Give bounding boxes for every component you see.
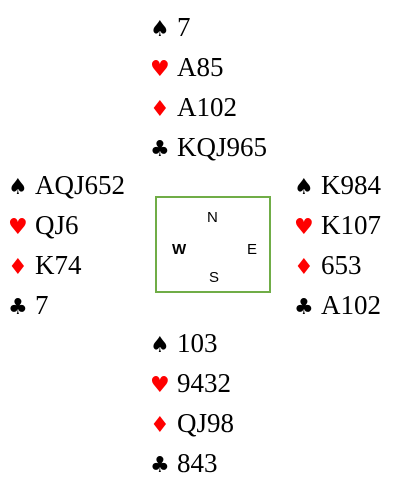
south-hearts-row: ♥ 9432 bbox=[150, 363, 234, 403]
compass-west-label: W bbox=[172, 241, 187, 258]
east-diamonds-row: ♦ 653 bbox=[294, 245, 381, 285]
east-clubs-row: ♣ A102 bbox=[294, 285, 381, 325]
south-spades-row: ♠ 103 bbox=[150, 323, 234, 363]
north-spades-cards: 7 bbox=[177, 12, 191, 42]
north-diamonds-cards: A102 bbox=[177, 92, 237, 122]
west-spades-cards: AQJ652 bbox=[35, 170, 126, 200]
north-clubs-row: ♣ KQJ965 bbox=[150, 127, 267, 167]
heart-icon: ♥ bbox=[8, 215, 28, 240]
heart-icon: ♥ bbox=[150, 373, 170, 398]
east-spades-row: ♠ K984 bbox=[294, 165, 381, 205]
west-diamonds-cards: K74 bbox=[35, 250, 82, 280]
spade-icon: ♠ bbox=[150, 17, 170, 42]
west-hearts-row: ♥ QJ6 bbox=[8, 205, 125, 245]
diamond-icon: ♦ bbox=[8, 255, 28, 280]
north-hearts-cards: A85 bbox=[177, 52, 224, 82]
spade-icon: ♠ bbox=[294, 175, 314, 200]
west-clubs-cards: 7 bbox=[35, 290, 49, 320]
club-icon: ♣ bbox=[150, 137, 170, 162]
north-spades-row: ♠7 bbox=[150, 7, 267, 47]
compass-north-label: N bbox=[207, 209, 218, 226]
spade-icon: ♠ bbox=[150, 333, 170, 358]
west-hand: ♠AQJ652 ♥QJ6 ♦K74 ♣7 bbox=[8, 165, 125, 325]
south-spades-cards: 103 bbox=[177, 328, 218, 358]
east-clubs-cards: A102 bbox=[321, 290, 381, 320]
south-hand: ♠ 103 ♥ 9432 ♦ QJ98 ♣ 843 bbox=[150, 323, 234, 483]
west-spades-row: ♠ AQJ652 bbox=[8, 165, 125, 205]
north-hand: ♠7 ♥A85 ♦A102 ♣KQJ965 bbox=[150, 7, 267, 167]
north-hearts-row: ♥ A85 bbox=[150, 47, 267, 87]
south-clubs-cards: 843 bbox=[177, 448, 218, 478]
east-hand: ♠ K984 ♥ K107 ♦ 653 ♣ A102 bbox=[294, 165, 381, 325]
compass-east-label: E bbox=[247, 241, 258, 258]
south-hearts-cards: 9432 bbox=[177, 368, 231, 398]
compass-box: N W E S bbox=[155, 196, 271, 293]
diamond-icon: ♦ bbox=[150, 97, 170, 122]
club-icon: ♣ bbox=[150, 453, 170, 478]
diamond-icon: ♦ bbox=[150, 413, 170, 438]
west-hearts-cards: QJ6 bbox=[35, 210, 79, 240]
diamond-icon: ♦ bbox=[294, 255, 314, 280]
club-icon: ♣ bbox=[294, 295, 314, 320]
south-clubs-row: ♣ 843 bbox=[150, 443, 234, 483]
north-clubs-cards: KQJ965 bbox=[177, 132, 268, 162]
club-icon: ♣ bbox=[8, 295, 28, 320]
east-diamonds-cards: 653 bbox=[321, 250, 362, 280]
west-diamonds-row: ♦ K74 bbox=[8, 245, 125, 285]
east-spades-cards: K984 bbox=[321, 170, 381, 200]
east-hearts-cards: K107 bbox=[321, 210, 381, 240]
north-diamonds-row: ♦ A102 bbox=[150, 87, 267, 127]
south-diamonds-row: ♦ QJ98 bbox=[150, 403, 234, 443]
heart-icon: ♥ bbox=[294, 215, 314, 240]
spade-icon: ♠ bbox=[8, 175, 28, 200]
east-hearts-row: ♥ K107 bbox=[294, 205, 381, 245]
heart-icon: ♥ bbox=[150, 57, 170, 82]
south-diamonds-cards: QJ98 bbox=[177, 408, 235, 438]
compass-south-label: S bbox=[209, 269, 220, 286]
west-clubs-row: ♣7 bbox=[8, 285, 125, 325]
